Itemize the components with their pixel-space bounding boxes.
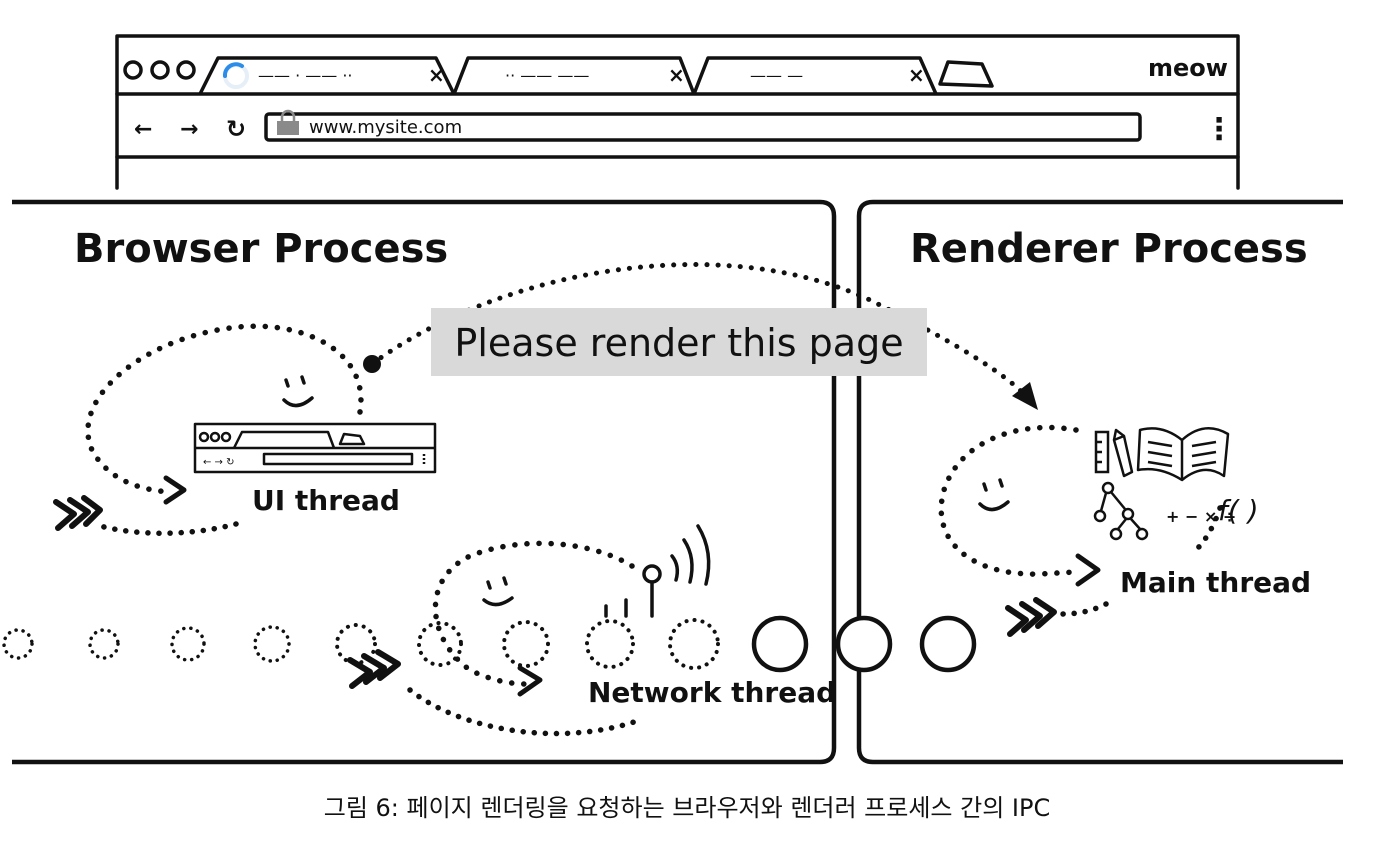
queue-slot-solid bbox=[835, 615, 893, 673]
queue-slot-dotted bbox=[502, 620, 550, 668]
ipc-arrow-start-dot bbox=[363, 355, 381, 373]
tab-active-close-icon[interactable]: × bbox=[428, 63, 445, 87]
book-icon bbox=[1136, 427, 1230, 482]
ui-thread-chevrons bbox=[53, 495, 103, 531]
queue-slot-dotted bbox=[335, 623, 377, 665]
loading-spinner-icon bbox=[223, 62, 249, 89]
ui-thread-arrowhead bbox=[163, 475, 187, 505]
math-symbols: + − × ÷ bbox=[1166, 507, 1236, 526]
queue-slot-dotted bbox=[2, 628, 34, 660]
back-arrow-icon[interactable]: ← bbox=[134, 117, 152, 142]
new-tab-icon[interactable] bbox=[938, 60, 994, 88]
pencil-icon bbox=[1112, 428, 1134, 478]
renderer-process-title: Renderer Process bbox=[910, 226, 1308, 272]
tab-third[interactable]: —— — × bbox=[692, 56, 938, 95]
network-thread-tail bbox=[407, 687, 643, 737]
ui-thread-tail bbox=[97, 521, 239, 536]
browser-window bbox=[115, 34, 1240, 190]
ipc-arrow-head bbox=[1012, 382, 1038, 410]
tab-active-label: —— · —— ·· bbox=[258, 66, 353, 85]
browser-process-box bbox=[12, 199, 837, 765]
ipc-message-text: Please render this page bbox=[454, 321, 903, 365]
queue-slot-dotted bbox=[585, 619, 635, 669]
main-thread-tail bbox=[1059, 601, 1109, 617]
main-thread-chevrons bbox=[1005, 597, 1057, 637]
main-thread-label: Main thread bbox=[1120, 566, 1311, 599]
network-thread-label: Network thread bbox=[588, 676, 836, 709]
main-thread-extra-dots bbox=[1193, 505, 1223, 553]
queue-slot-dotted bbox=[170, 626, 206, 662]
queue-slot-dotted bbox=[253, 625, 291, 663]
forward-arrow-icon[interactable]: → bbox=[180, 117, 198, 142]
main-thread-face bbox=[978, 478, 1010, 512]
url-text: www.mysite.com bbox=[309, 117, 462, 138]
tab-third-label: —— — bbox=[750, 66, 803, 85]
figure-caption: 그림 6: 페이지 렌더링을 요청하는 브라우저와 렌더러 프로세스 간의 IP… bbox=[323, 794, 1051, 822]
queue-slot-solid bbox=[751, 615, 809, 673]
queue-slot-dotted bbox=[88, 628, 120, 660]
ui-thread-label: UI thread bbox=[252, 484, 400, 517]
tab-active[interactable]: —— · —— ·· × bbox=[198, 56, 456, 95]
renderer-process-box bbox=[856, 199, 1343, 765]
queue-slot-dotted bbox=[417, 621, 463, 667]
tab-second-close-icon[interactable]: × bbox=[668, 63, 685, 87]
brand-label: meow bbox=[1148, 54, 1228, 82]
address-bar[interactable]: www.mysite.com bbox=[264, 109, 1142, 142]
tab-second-label: ·· —— —— bbox=[505, 66, 589, 85]
antenna-icon bbox=[604, 524, 711, 618]
network-thread-chevrons bbox=[347, 649, 401, 689]
svg-text:← → ↻: ← → ↻ bbox=[203, 457, 235, 468]
queue-slot-solid bbox=[919, 615, 977, 673]
queue-slot-dotted bbox=[668, 618, 720, 670]
ipc-message: Please render this page bbox=[431, 308, 927, 376]
function-symbol: f( ) bbox=[1218, 494, 1259, 527]
browser-process-title: Browser Process bbox=[74, 226, 448, 272]
lock-icon bbox=[277, 109, 299, 135]
reload-icon[interactable]: ↻ bbox=[226, 115, 246, 143]
ui-thread-loop bbox=[85, 323, 364, 495]
ui-thread-face bbox=[282, 375, 314, 408]
window-controls bbox=[123, 60, 196, 80]
main-thread-loop bbox=[938, 424, 1083, 577]
network-thread-arrowhead bbox=[517, 665, 543, 697]
network-thread-face bbox=[482, 576, 514, 607]
mini-browser-icon: ← → ↻ bbox=[193, 422, 437, 474]
tab-third-close-icon[interactable]: × bbox=[908, 63, 925, 87]
network-thread-loop bbox=[432, 540, 635, 687]
ruler-icon bbox=[1094, 430, 1110, 474]
tab-second[interactable]: ·· —— —— × bbox=[452, 56, 696, 95]
main-thread-arrowhead bbox=[1075, 553, 1101, 587]
menu-dots-icon[interactable]: ⋮ bbox=[1204, 112, 1234, 147]
ipc-message-queue bbox=[2, 615, 977, 673]
tree-icon bbox=[1093, 481, 1149, 541]
